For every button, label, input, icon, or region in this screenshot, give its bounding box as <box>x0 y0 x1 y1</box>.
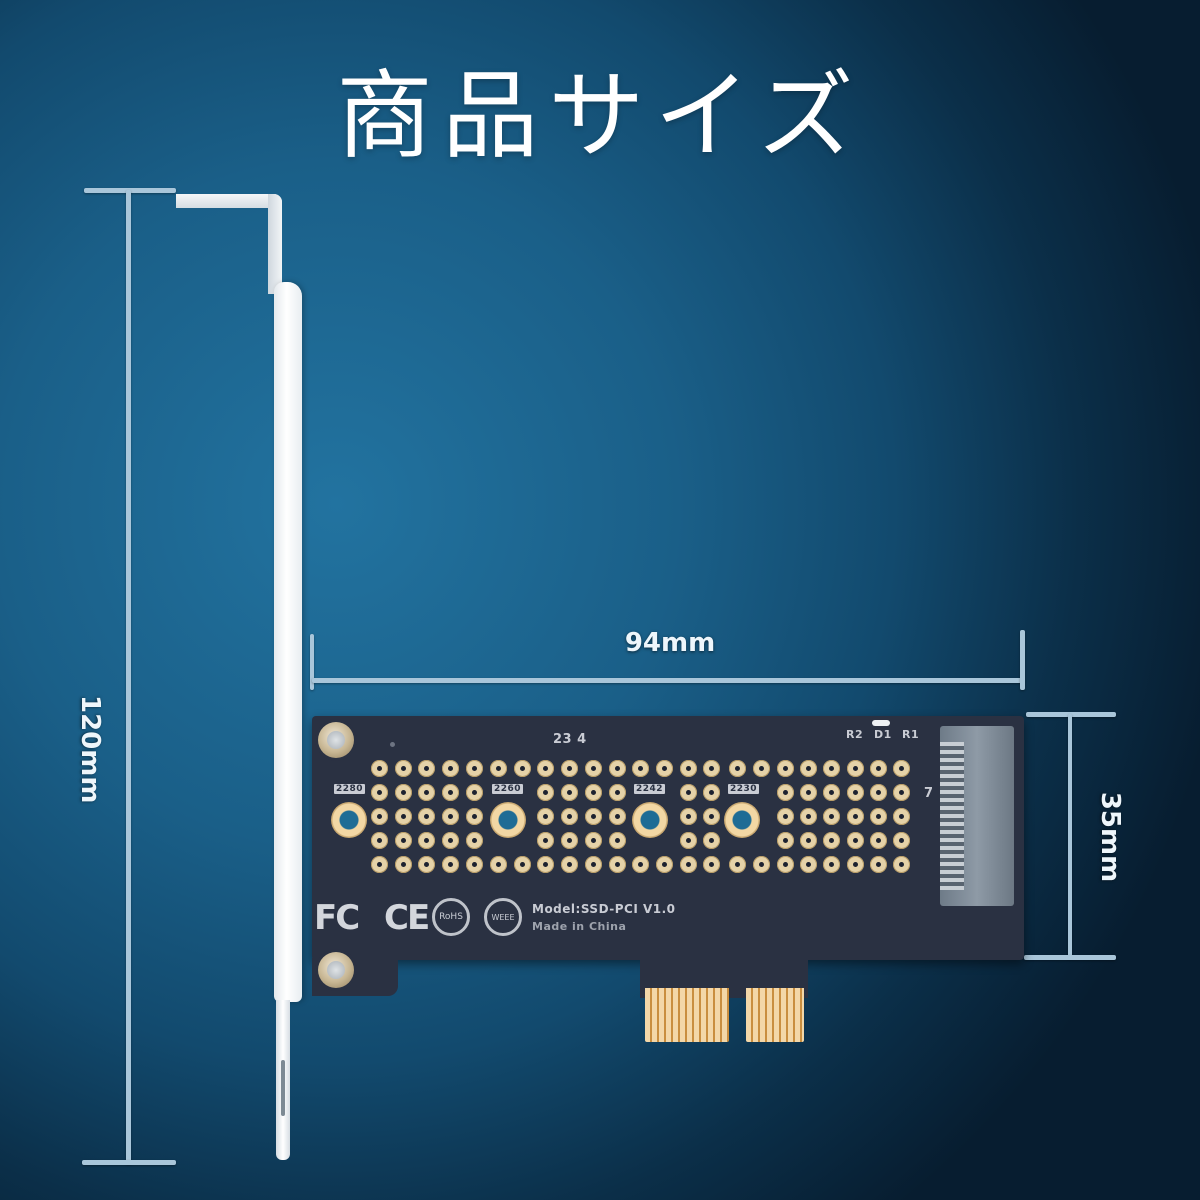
length-dimension-line <box>312 678 1024 683</box>
pcie-gold-fingers-long <box>645 988 729 1042</box>
mount-hole-2260 <box>490 802 526 838</box>
size-mark-2280: 2280 <box>334 784 366 794</box>
led-indicator <box>872 720 890 726</box>
mount-hole-2280 <box>331 802 367 838</box>
pci-bracket <box>274 282 302 1002</box>
size-mark-2242: 2242 <box>634 784 666 794</box>
mount-hole-2242 <box>632 802 668 838</box>
page-title: 商品サイズ <box>336 60 864 172</box>
bracket-screw-top <box>318 722 354 758</box>
size-mark-2230: 2230 <box>728 784 760 794</box>
width-dimension-line <box>1068 714 1072 958</box>
fcc-logo-icon: FC <box>314 898 360 938</box>
connector-mark: 7 <box>924 786 934 801</box>
bracket-upper-edge <box>268 194 282 294</box>
length-dimension-left-cap <box>310 634 314 690</box>
bracket-screw-bottom <box>318 952 354 988</box>
model-text: Model:SSD-PCI V1.0 <box>532 902 676 916</box>
height-dimension-line <box>126 190 131 1164</box>
length-dimension-label: 94mm <box>624 628 716 658</box>
rohs-logo-text: RoHS <box>439 912 463 922</box>
size-mark-2260: 2260 <box>492 784 524 794</box>
m2-connector-pins <box>940 742 964 890</box>
width-dimension-bottom-cap <box>1024 955 1116 960</box>
pcb-dot <box>390 742 395 747</box>
weee-logo-icon: WEEE <box>484 898 522 936</box>
origin-text: Made in China <box>532 920 627 933</box>
rohs-logo-icon: RoHS <box>432 898 470 936</box>
bracket-tab-slot <box>281 1060 285 1116</box>
led-label-d1: D1 <box>874 728 892 741</box>
height-dimension-bottom-cap <box>82 1160 176 1165</box>
led-label-r1: R1 <box>902 728 920 741</box>
led-label-r2: R2 <box>846 728 864 741</box>
bracket-top-flange <box>176 194 282 208</box>
mount-hole-2230 <box>724 802 760 838</box>
length-dimension-right-cap <box>1020 630 1025 690</box>
pcie-gold-fingers-short <box>746 988 804 1042</box>
weee-logo-text: WEEE <box>491 912 515 922</box>
silkscreen-top-mark: 23 4 <box>553 732 587 747</box>
ce-logo-icon: CE <box>384 898 430 938</box>
